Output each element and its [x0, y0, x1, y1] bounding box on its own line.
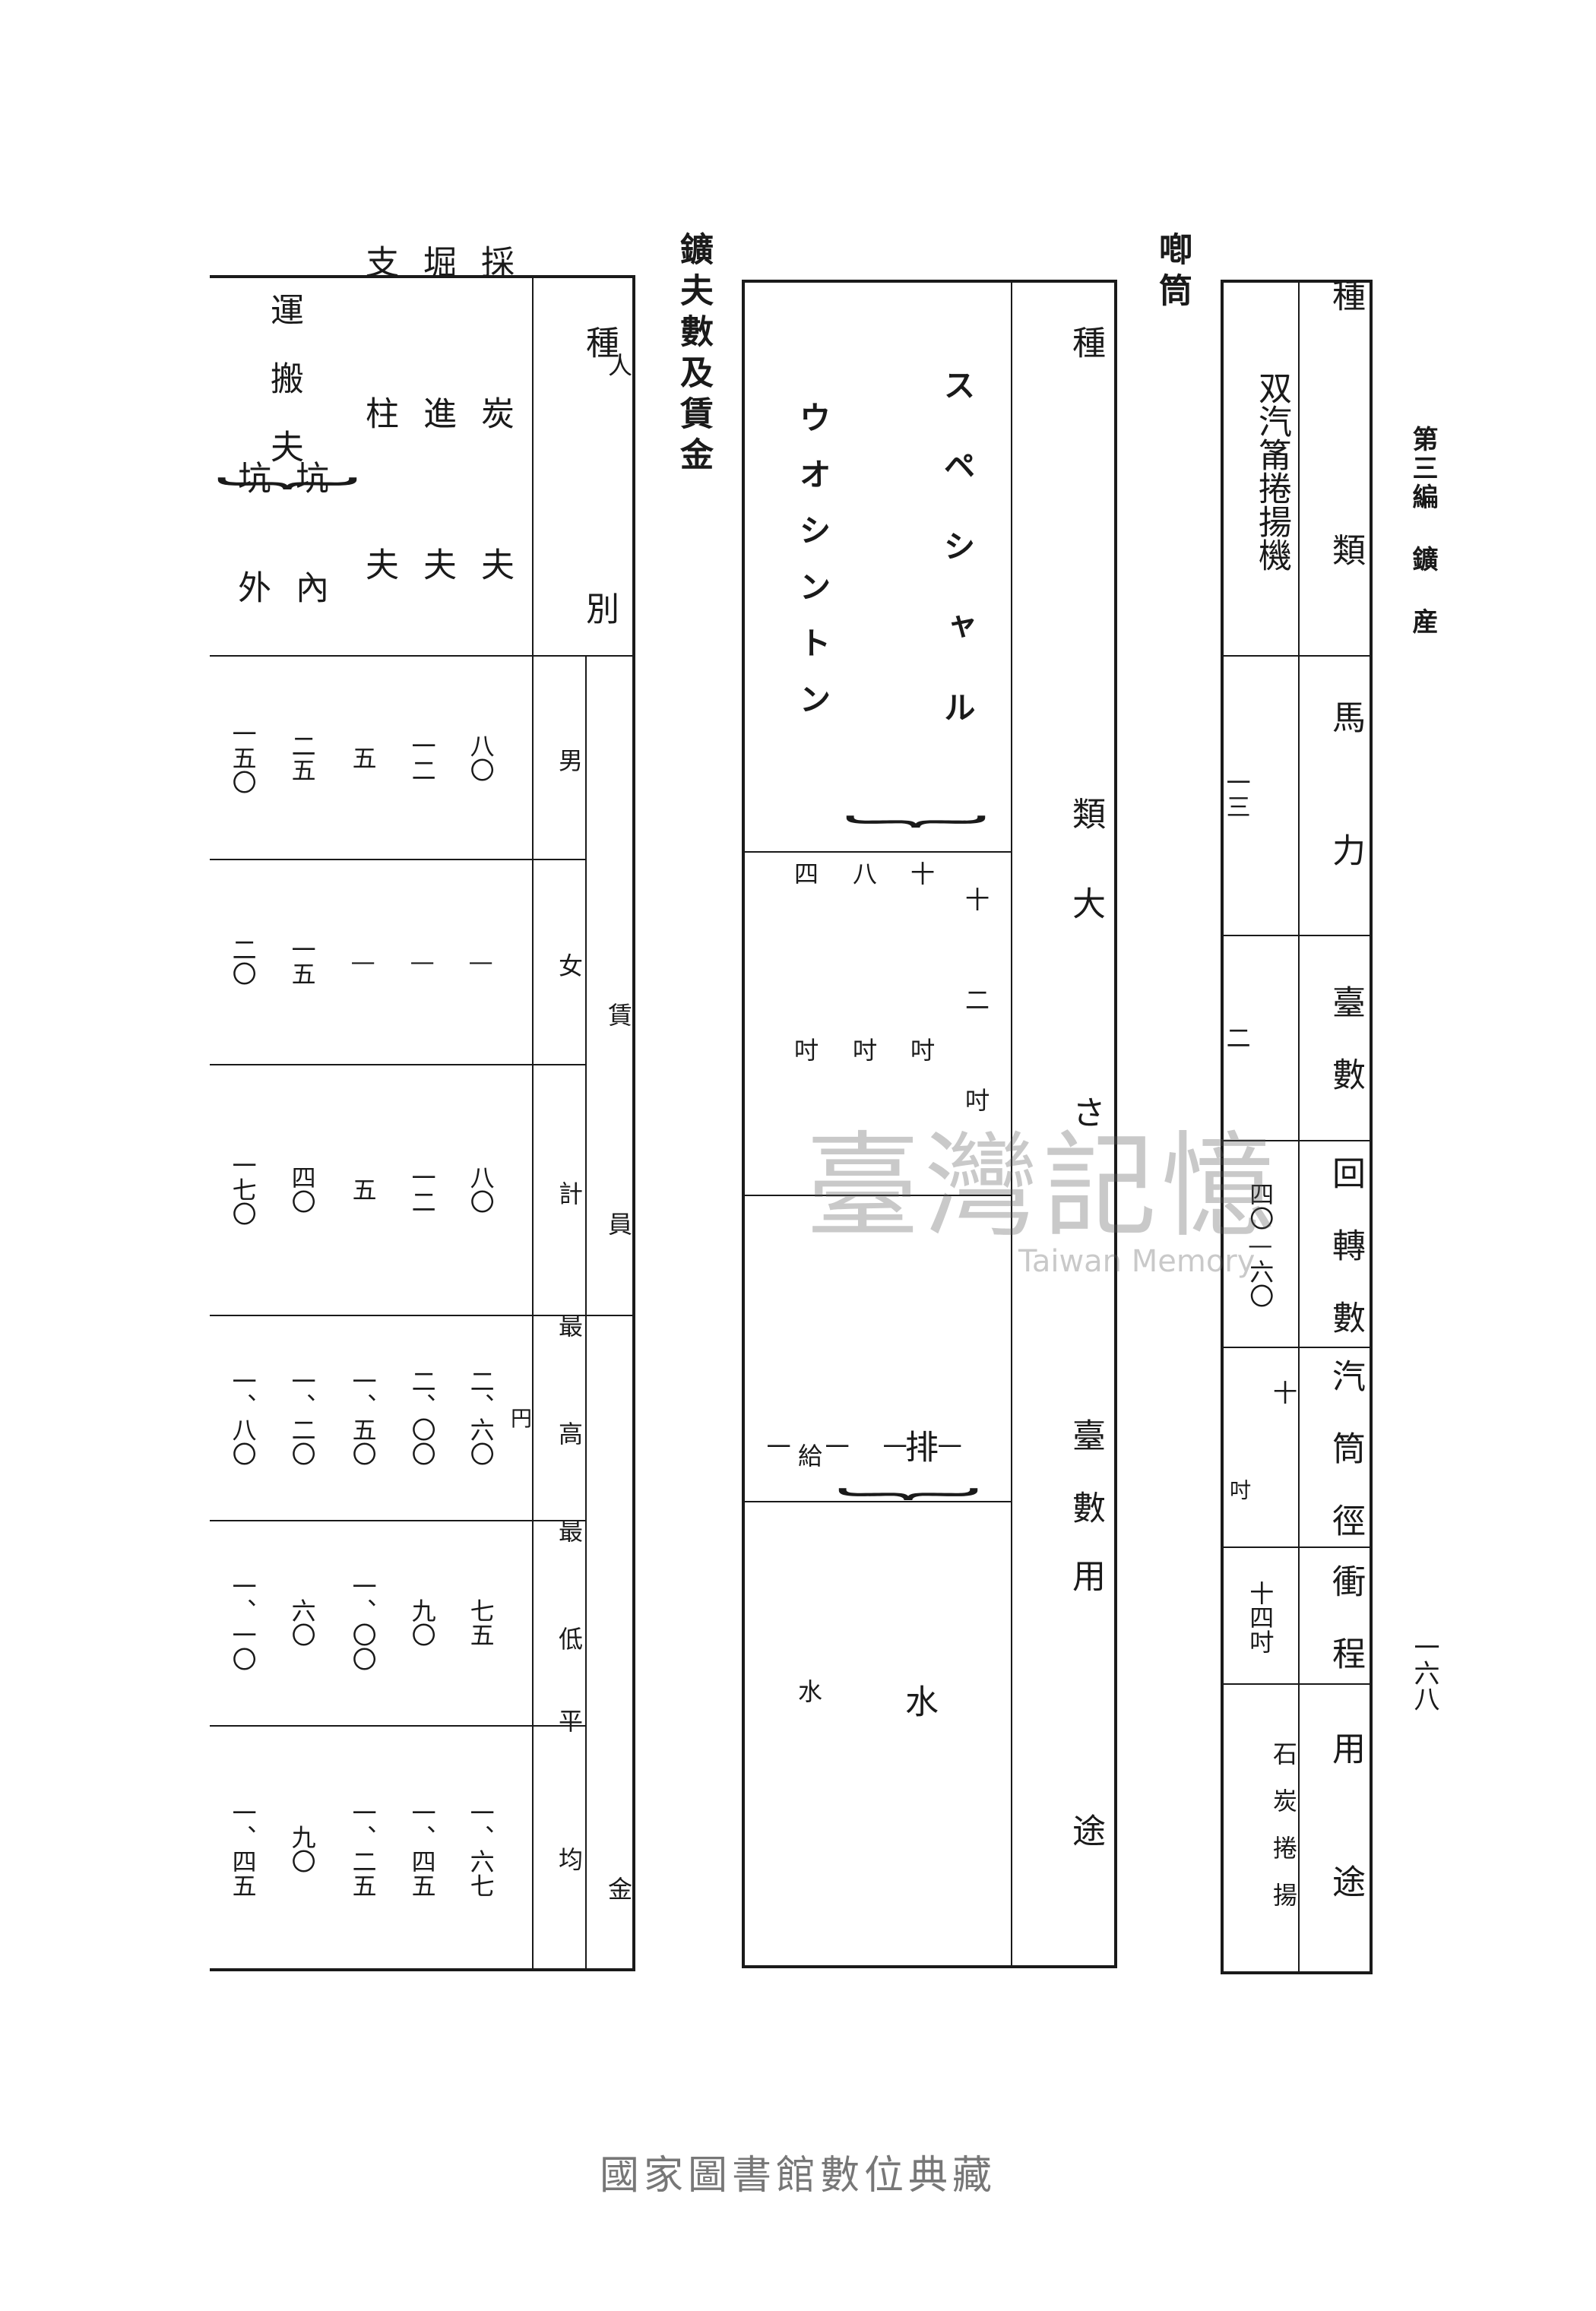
cell-1-min: 九〇 — [407, 1598, 437, 1647]
miners-col-male: 男 — [555, 748, 584, 772]
hoist-stroke: 十四吋 — [1246, 1580, 1275, 1654]
pump-count-2: 一 — [879, 1433, 908, 1458]
pump-col-kind-b: 類 — [1066, 796, 1105, 830]
pump-count-3: 一 — [821, 1433, 850, 1458]
hoist-col-kind: 種 類 — [1326, 277, 1365, 657]
cell-0-male: 八〇 — [466, 733, 496, 782]
cell-4-min: 一、一〇 — [228, 1574, 258, 1671]
pump-col-kind: 種 — [1066, 325, 1105, 359]
pump-size-2: 十吋 — [907, 861, 936, 1214]
cell-4-avg: 一、四五 — [228, 1800, 258, 1898]
miners-table-title: 鑛夫數及賃金 — [674, 232, 713, 478]
cell-2-min: 一、〇〇 — [348, 1574, 378, 1671]
hoist-col-use: 用 途 — [1326, 1731, 1365, 1928]
cell-0-female: — — [466, 947, 496, 976]
hoist-col-count: 臺 數 — [1326, 984, 1365, 1091]
miners-col-max: 最高 — [555, 1313, 584, 1529]
miners-col-avg: 平均 — [555, 1708, 584, 1985]
miners-col-female: 女 — [555, 953, 584, 977]
pump-size-4: 四吋 — [790, 861, 819, 1214]
hoist-use: 石炭捲揚 — [1269, 1741, 1298, 1930]
miner-row-name-2: 支柱夫 — [359, 244, 398, 698]
cell-4-female: 二〇 — [228, 937, 258, 986]
cell-2-total: 五 — [348, 1177, 378, 1201]
cell-1-max: 二、〇〇 — [407, 1369, 437, 1466]
hoist-bore-unit: 吋 — [1227, 1479, 1252, 1500]
cell-4-total: 一七〇 — [228, 1153, 258, 1226]
cell-2-male: 五 — [348, 746, 378, 770]
miner-row-name-1: 堀進夫 — [417, 244, 456, 698]
cell-1-female: — — [407, 947, 437, 976]
miners-col-min: 最低 — [555, 1518, 584, 1734]
cell-1-avg: 一、四五 — [407, 1800, 437, 1898]
watermark-sub: Taiwan Memory — [1018, 1244, 1256, 1279]
miners-grp-wage: 賃 金 — [604, 1002, 633, 2311]
watermark: 臺灣記憶 Taiwan Memory — [806, 1094, 1280, 1279]
pump-col-size: 大 さ — [1066, 885, 1105, 1197]
hoist-hp: 一三 — [1222, 770, 1252, 818]
brace-mark: ︸ — [843, 812, 989, 866]
miners-col-kind: 種 — [580, 325, 619, 359]
hoist-count: 二 — [1222, 1025, 1252, 1049]
pump-use-drain: 排 水 — [899, 1429, 938, 1809]
hoist-col-hp: 馬 力 — [1326, 699, 1365, 897]
brace-mark-transport: ︸ — [214, 474, 360, 527]
watermark-main: 臺灣記憶 — [806, 1121, 1281, 1253]
cell-3-avg: 九〇 — [287, 1824, 317, 1873]
cell-0-min: 七五 — [466, 1598, 496, 1647]
transport-label: 運搬夫 — [264, 293, 303, 498]
cell-4-max: 一、八〇 — [228, 1369, 258, 1466]
cell-2-avg: 一、二五 — [348, 1800, 378, 1898]
miner-row-name-0: 採炭夫 — [475, 244, 514, 698]
cell-0-max: 二、六〇 — [466, 1369, 496, 1466]
miner-row-name-3: 坑內 — [290, 461, 328, 679]
pump-count-1: 一 — [933, 1433, 963, 1458]
miner-row-name-4: 坑外 — [232, 461, 271, 679]
pump-size-1: 十二吋 — [961, 887, 990, 1188]
pump-col-count: 臺 數 — [1066, 1417, 1105, 1524]
pump-count-4: 一 — [762, 1433, 792, 1458]
section-header: 第三編 鑛 産 — [1408, 426, 1438, 637]
cell-3-female: 一五 — [287, 937, 317, 986]
hoist-col-rpm: 回 轉 數 — [1326, 1155, 1365, 1334]
cell-3-min: 六〇 — [287, 1598, 317, 1647]
miners-col-total: 計 — [555, 1181, 584, 1205]
cell-0-total: 八〇 — [466, 1165, 496, 1214]
cell-2-female: — — [348, 947, 378, 976]
hoist-table-title: 喞筒 — [1153, 232, 1192, 314]
hoist-name: 双汽筩捲揚機 — [1252, 371, 1291, 571]
hoist-col-bore: 汽 筒 徑 — [1326, 1359, 1365, 1537]
hoist-rpm: 四〇—六〇 — [1246, 1181, 1275, 1308]
cell-1-male: 一二 — [407, 733, 437, 782]
pump-size-3: 八吋 — [849, 861, 878, 1214]
cell-4-male: 一五〇 — [228, 721, 258, 794]
hoist-col-stroke: 衝 程 — [1326, 1564, 1365, 1670]
hoist-table — [1221, 280, 1373, 1974]
pump-col-use: 用 途 — [1066, 1558, 1105, 1938]
cell-3-male: 二五 — [287, 733, 317, 782]
pump-table — [742, 280, 1117, 1968]
miners-col-kind-b: 別 — [580, 591, 619, 625]
hoist-bore-value: 十 — [1269, 1380, 1298, 1404]
footer-credit: 國家圖書館數位典藏 — [599, 2153, 996, 2199]
cell-2-max: 一、五〇 — [348, 1369, 378, 1466]
cell-0-avg: 一、六七 — [466, 1800, 496, 1898]
yen-unit: 円 — [511, 1406, 533, 1431]
brace-mark-use: ︸ — [835, 1485, 981, 1538]
cell-1-total: 一二 — [407, 1165, 437, 1214]
pump-use-feed: 給 水 — [794, 1443, 823, 1794]
pump-name-washington: ウオシントン — [794, 401, 831, 739]
pump-name-special: スペシャル — [939, 369, 976, 771]
cell-3-total: 四〇 — [287, 1165, 317, 1214]
cell-3-max: 一、二〇 — [287, 1369, 317, 1466]
page-number: 一六八 — [1409, 1634, 1439, 1711]
